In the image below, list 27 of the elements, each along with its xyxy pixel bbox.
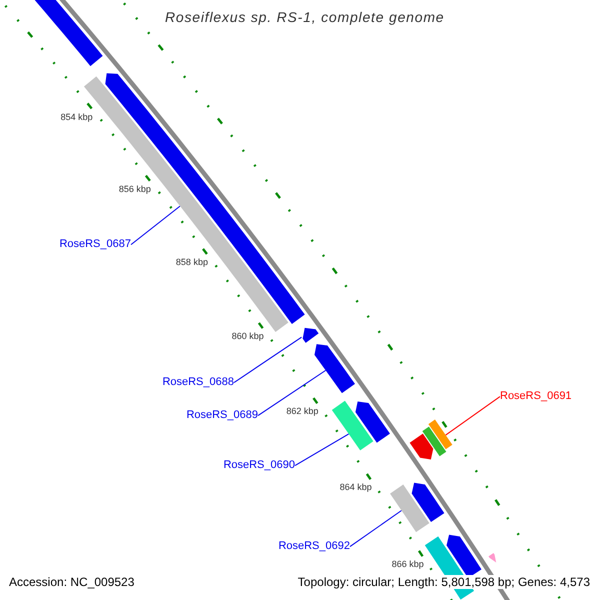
gene-feature bbox=[332, 400, 374, 450]
gene-label: RoseRS_0688 bbox=[162, 376, 234, 390]
leader-line bbox=[445, 396, 500, 436]
leader-line bbox=[258, 370, 326, 416]
gene-label: RoseRS_0692 bbox=[278, 540, 350, 554]
scale-label: 858 kbp bbox=[176, 257, 208, 268]
leader-line bbox=[234, 336, 302, 384]
gene-label: RoseRS_0687 bbox=[59, 238, 131, 252]
scale-label: 854 kbp bbox=[60, 112, 93, 122]
scale-label: 864 kbp bbox=[340, 482, 372, 494]
gene-feature bbox=[390, 484, 430, 532]
gene-feature bbox=[428, 420, 452, 450]
diagram-title: Roseiflexus sp. RS-1, complete genome bbox=[165, 9, 444, 26]
scale-label: 862 kbp bbox=[286, 406, 318, 418]
gene-feature bbox=[314, 344, 355, 394]
genome-summary-text: Topology: circular; Length: 5,801,598 bp; Genes: 4,573 bbox=[298, 574, 590, 590]
accession-text: Accession: NC_009523 bbox=[9, 574, 134, 590]
leader-line bbox=[350, 510, 402, 548]
gene-feature bbox=[302, 328, 319, 343]
leader-line bbox=[294, 433, 350, 466]
scale-label: 856 kbp bbox=[118, 184, 151, 195]
gene-label: RoseRS_0690 bbox=[223, 459, 295, 472]
scale-label: 866 kbp bbox=[392, 559, 424, 570]
gene-label: RoseRS_0691 bbox=[500, 390, 572, 404]
leader-line bbox=[130, 206, 181, 246]
gene-label: RoseRS_0689 bbox=[186, 409, 258, 422]
scale-label: 860 kbp bbox=[232, 331, 264, 342]
